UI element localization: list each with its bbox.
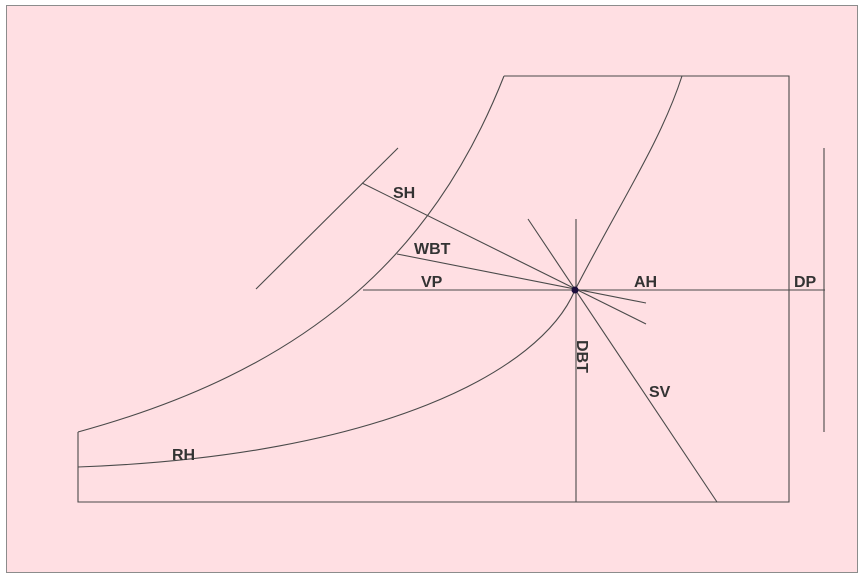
saturation-curve <box>77 75 505 433</box>
label-dp: DP <box>794 274 817 291</box>
chart-outline <box>77 75 790 503</box>
sv-line <box>527 218 718 503</box>
label-dbt: DBT <box>573 340 590 373</box>
label-ah: AH <box>634 274 657 291</box>
chart-background <box>7 6 857 572</box>
label-vp: VP <box>421 274 443 291</box>
label-sv: SV <box>649 384 671 401</box>
state-point <box>571 286 579 294</box>
rh-curve <box>77 75 683 468</box>
psychrometric-chart-diagram: SH WBT VP AH DP DBT SV RH <box>7 6 857 572</box>
label-rh: RH <box>172 447 195 464</box>
enthalpy-scale-line <box>255 147 399 290</box>
chart-lines <box>77 75 825 503</box>
label-wbt: WBT <box>414 241 451 258</box>
diagram-frame: SH WBT VP AH DP DBT SV RH <box>6 5 858 573</box>
label-sh: SH <box>393 185 415 202</box>
wbt-line <box>396 253 647 304</box>
sh-line <box>361 182 647 325</box>
